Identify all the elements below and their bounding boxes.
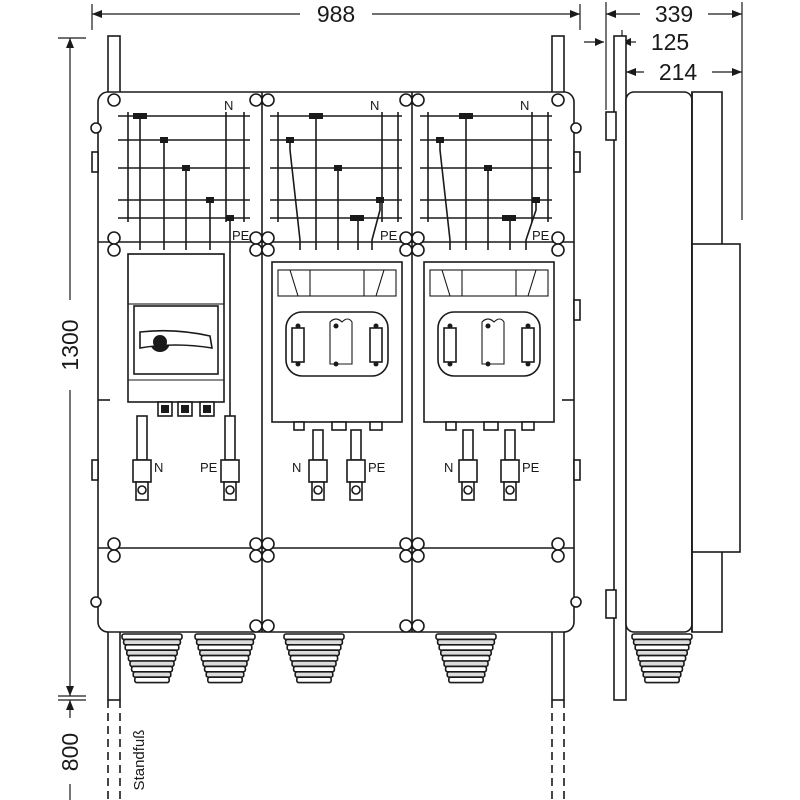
busbar-compartment-3: N PE — [420, 98, 552, 250]
label-pe-1: PE — [232, 228, 250, 243]
label-neutral-3: N — [520, 98, 529, 113]
cable-gland — [194, 633, 256, 684]
label-pe-3: PE — [532, 228, 550, 243]
label-pe-2: PE — [380, 228, 398, 243]
label-neutral-2: N — [370, 98, 379, 113]
busbar-compartment-1: N PE — [118, 98, 250, 420]
label-neutral-6: N — [444, 460, 453, 475]
fuse-switch-2 — [423, 261, 555, 431]
cable-gland — [631, 633, 693, 684]
label-pe-6: PE — [522, 460, 540, 475]
fuse-switch-1 — [271, 261, 403, 431]
label-neutral-5: N — [292, 460, 301, 475]
busbar-compartment-2: N PE — [270, 98, 402, 250]
terminals-1: N PE — [132, 415, 240, 501]
label-pe-4: PE — [200, 460, 218, 475]
dimension-height-label: 1300 — [57, 319, 83, 370]
dimension-foot-label: 800 — [57, 733, 83, 771]
cable-gland — [435, 633, 497, 684]
label-neutral-4: N — [154, 460, 163, 475]
dimension-depth-total-label: 339 — [655, 1, 693, 27]
dimension-width: 988 — [91, 1, 581, 30]
dimension-foot: 800 — [57, 699, 86, 800]
stand-foot-label: Standfuß — [131, 730, 148, 791]
main-switch — [127, 253, 225, 417]
label-pe-5: PE — [368, 460, 386, 475]
cable-gland — [121, 633, 183, 684]
corner-screws — [107, 93, 565, 633]
cable-gland — [283, 633, 345, 684]
terminals-2: N PE — [292, 429, 386, 501]
dimension-depth-front-label: 125 — [651, 29, 689, 55]
terminals-3: N PE — [444, 429, 540, 501]
dimension-height: 1300 — [57, 37, 86, 697]
dimension-width-label: 988 — [317, 1, 355, 27]
label-neutral-1: N — [224, 98, 233, 113]
dimension-depth-body-label: 214 — [659, 59, 698, 85]
cable-glands — [121, 633, 497, 684]
side-view — [605, 35, 741, 701]
